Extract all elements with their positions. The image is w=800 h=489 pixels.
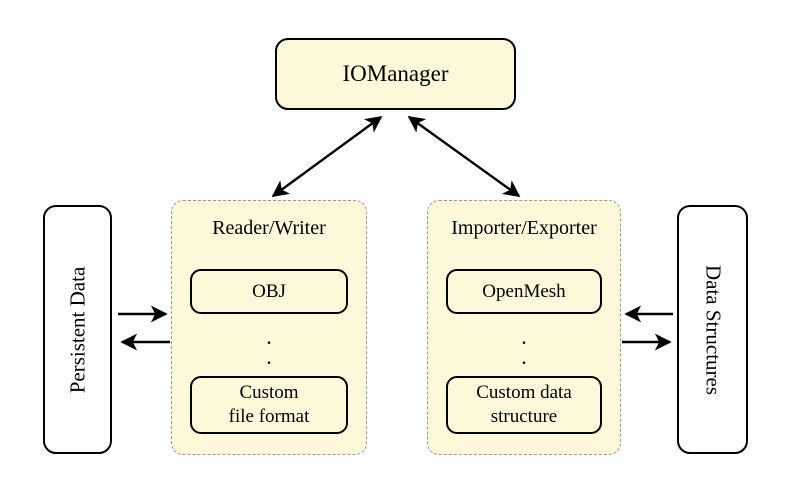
node-custom-file-format[interactable]: Custom file format xyxy=(190,376,348,434)
node-data-structures[interactable]: Data Structures xyxy=(677,205,748,454)
node-custom-data-structure-line2: structure xyxy=(490,406,558,427)
node-obj-label: OBJ xyxy=(252,280,286,302)
node-persistent-data-label: Persistent Data xyxy=(65,266,89,393)
node-custom-file-format-line2: file format xyxy=(228,406,310,427)
node-openmesh[interactable]: OpenMesh xyxy=(446,269,602,314)
panel-reader-writer[interactable]: Reader/Writer OBJ . . . Custom file form… xyxy=(171,200,367,455)
node-persistent-data[interactable]: Persistent Data xyxy=(43,205,112,454)
node-obj[interactable]: OBJ xyxy=(190,269,348,314)
connector-manager-to-importer-exporter xyxy=(407,116,521,197)
node-custom-data-structure-line1: Custom data xyxy=(476,382,572,404)
connector-manager-to-reader-writer xyxy=(271,116,383,197)
node-io-manager[interactable]: IOManager xyxy=(275,38,516,110)
node-custom-file-format-line1: Custom xyxy=(239,382,299,404)
node-openmesh-label: OpenMesh xyxy=(482,280,566,302)
node-custom-data-structure[interactable]: Custom data structure xyxy=(446,376,602,434)
node-io-manager-label: IOManager xyxy=(342,60,449,86)
node-data-structures-label: Data Structures xyxy=(701,264,725,395)
panel-reader-writer-title: Reader/Writer xyxy=(212,217,326,239)
panel-importer-exporter[interactable]: Importer/Exporter OpenMesh . . . Custom … xyxy=(427,200,621,455)
panel-importer-exporter-title: Importer/Exporter xyxy=(451,217,597,239)
